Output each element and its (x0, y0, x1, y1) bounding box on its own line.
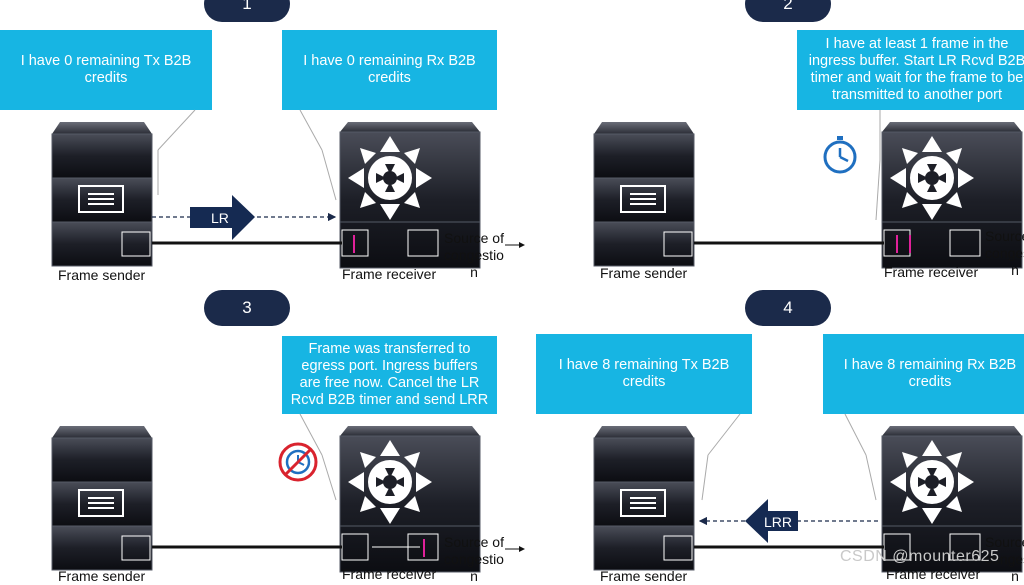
step-badge-1: 1 (204, 0, 290, 22)
panel-3 (51, 413, 525, 573)
clock-icon (823, 136, 857, 174)
callout-panel1-receiver: I have 0 remaining Rx B2B credits (282, 30, 497, 110)
frame-sender-device (51, 121, 153, 267)
callout-panel3-receiver: Frame was transferred to egress port. In… (282, 336, 497, 414)
frame-sender-device (593, 121, 695, 267)
sender-caption-panel4: Frame sender (600, 568, 688, 584)
watermark: CSDN @mounter625 (840, 548, 1000, 565)
sender-caption-panel3: Frame sender (58, 568, 146, 584)
panel-2 (593, 110, 1023, 269)
frame-sender-device (593, 425, 695, 571)
source-of-congestion-panel2: Source of congestio n (985, 228, 1024, 278)
lrr-arrow-label: LRR (764, 514, 793, 530)
receiver-caption-panel1: Frame receiver (342, 266, 437, 282)
receiver-caption-panel2: Frame receiver (884, 264, 979, 280)
source-of-congestion-panel1: Source of congestio n (444, 230, 504, 280)
lr-arrow (190, 195, 255, 240)
source-of-congestion-panel3: Source of congestio n (444, 534, 504, 584)
lr-arrow-label: LR (211, 210, 229, 226)
lrr-arrow (745, 499, 798, 543)
step-badge-4: 4 (745, 290, 831, 326)
callout-panel2-receiver: I have at least 1 frame in the ingress b… (797, 30, 1024, 110)
callout-panel1-sender: I have 0 remaining Tx B2B credits (0, 30, 212, 110)
callout-panel4-sender: I have 8 remaining Tx B2B credits (536, 334, 752, 414)
panel-1 (51, 109, 525, 269)
panel-4 (593, 413, 1023, 573)
callout-panel4-receiver: I have 8 remaining Rx B2B credits (823, 334, 1024, 414)
step-badge-2: 2 (745, 0, 831, 22)
receiver-caption-panel3: Frame receiver (342, 566, 437, 582)
step-badge-3: 3 (204, 290, 290, 326)
timer-cancelled-icon (278, 442, 318, 482)
receiver-caption-panel4: Frame receiver (886, 566, 981, 582)
frame-sender-device (51, 425, 153, 571)
sender-caption-panel1: Frame sender (58, 267, 146, 283)
sender-caption-panel2: Frame sender (600, 265, 688, 281)
